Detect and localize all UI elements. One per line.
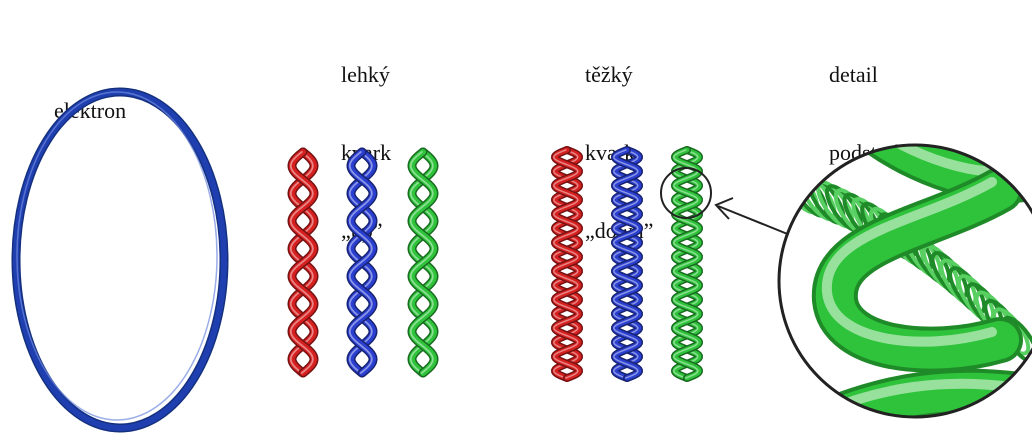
- detail-tube-front: [811, 167, 1023, 373]
- detail-content: [779, 145, 1032, 417]
- down-strand-red: [551, 146, 583, 382]
- up-strand-red: [287, 147, 319, 378]
- up-strand-blue: [346, 147, 378, 378]
- down-quark-strands: [551, 146, 703, 382]
- up-strand-green: [407, 147, 439, 378]
- electron-ring: [11, 87, 229, 433]
- down-strand-blue: [611, 146, 643, 382]
- highlight-circle: [660, 167, 712, 219]
- down-strand-green: [671, 146, 703, 382]
- detail-arrow: [714, 197, 791, 236]
- detail-magnifier: [777, 143, 1032, 419]
- up-quark-strands: [287, 147, 439, 378]
